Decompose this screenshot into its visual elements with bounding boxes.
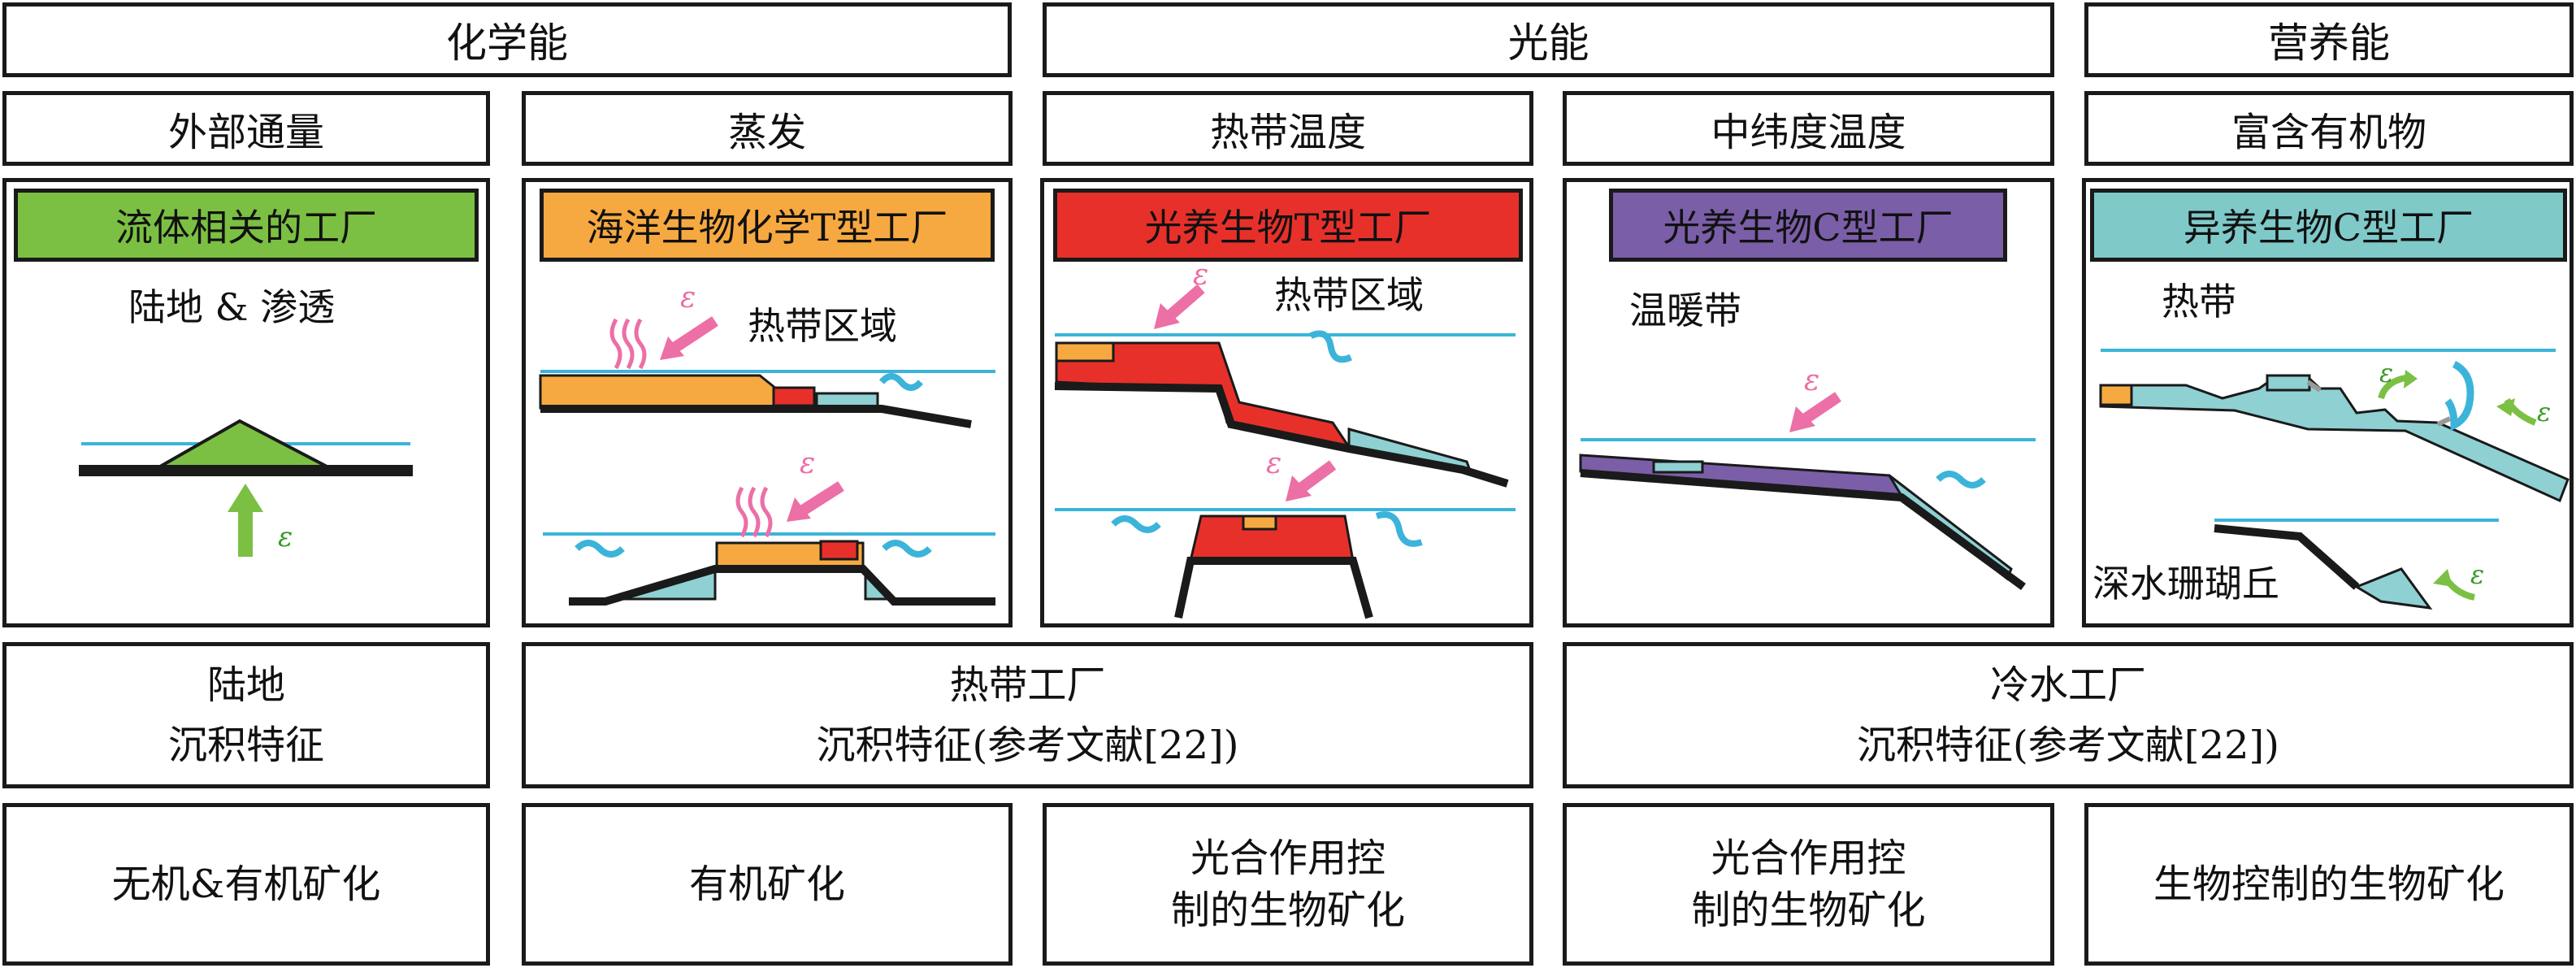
control-tropical-temperature: 热带温度 <box>1043 91 1533 166</box>
sediment-tropical-line1: 热带工厂 <box>949 662 1106 708</box>
mineralization-5-line1: 生物控制的生物矿化 <box>2153 862 2504 907</box>
setting-fluid: 陆地 & 渗透 <box>128 285 336 329</box>
mineralization-5: 生物控制的生物矿化 <box>2084 803 2574 966</box>
energy-header-light: 光能 <box>1043 2 2054 77</box>
epsilon-symbols: ε ε ε ε ε ε ε ε ε <box>278 258 2551 590</box>
energy-header-nutrient: 营养能 <box>2084 2 2574 77</box>
factory-label-photo-t: 光养生物T型工厂 <box>1053 189 1523 262</box>
setting-hetero-c-deep: 深水珊瑚丘 <box>2092 562 2279 606</box>
control-midlatitude-temperature: 中纬度温度 <box>1563 91 2054 166</box>
mineralization-2-line1: 有机矿化 <box>688 862 845 907</box>
setting-photo-t: 热带区域 <box>1274 273 1424 317</box>
mineralization-4-line2: 制的生物矿化 <box>1691 888 1926 933</box>
photo-c-factory-sketch <box>1579 392 2036 591</box>
sediment-cold: 冷水工厂 沉积特征(参考文献[22]) <box>1563 642 2574 788</box>
epsilon-photo-top: ε <box>1193 258 1208 292</box>
sediment-land-line2: 沉积特征 <box>167 723 324 768</box>
photo-t-factory-sketch <box>1054 284 1516 619</box>
epsilon-hetero-2: ε <box>2537 397 2551 428</box>
sediment-cold-line2: 沉积特征(参考文献[22]) <box>1857 723 2279 768</box>
control-evaporation: 蒸发 <box>522 91 1013 166</box>
mineralization-4-line1: 光合作用控 <box>1711 836 1906 881</box>
epsilon-marine-bottom: ε <box>800 447 815 480</box>
epsilon-fluid: ε <box>278 521 293 553</box>
mineralization-3-line1: 光合作用控 <box>1190 836 1386 881</box>
mineralization-4: 光合作用控 制的生物矿化 <box>1563 803 2054 966</box>
control-external-flux: 外部通量 <box>2 91 490 166</box>
factory-label-photo-c: 光养生物C型工厂 <box>1609 189 2007 262</box>
sediment-tropical-line2: 沉积特征(参考文献[22]) <box>816 723 1239 768</box>
setting-photo-c: 温暖带 <box>1629 289 1741 332</box>
setting-marine-t: 热带区域 <box>748 304 897 348</box>
factory-label-fluid: 流体相关的工厂 <box>14 189 479 262</box>
epsilon-photo-c: ε <box>1804 364 1819 397</box>
factory-label-marine-t: 海洋生物化学T型工厂 <box>540 189 995 262</box>
hetero-c-factory-sketch <box>2099 349 2569 610</box>
setting-hetero-c: 热带 <box>2162 280 2236 323</box>
epsilon-photo-bottom: ε <box>1266 447 1281 480</box>
sediment-land-line1: 陆地 <box>206 662 285 708</box>
mineralization-3-line2: 制的生物矿化 <box>1170 888 1405 933</box>
mineralization-2: 有机矿化 <box>522 803 1013 966</box>
mineralization-3: 光合作用控 制的生物矿化 <box>1043 803 1533 966</box>
mineralization-1: 无机&有机矿化 <box>2 803 490 966</box>
energy-header-chemical: 化学能 <box>2 2 1012 77</box>
fluid-factory-sketch <box>79 419 413 557</box>
epsilon-hetero-1: ε <box>2379 358 2393 389</box>
sediment-tropical: 热带工厂 沉积特征(参考文献[22]) <box>522 642 1533 788</box>
sediment-land: 陆地 沉积特征 <box>2 642 490 788</box>
epsilon-marine-top: ε <box>680 281 696 315</box>
marine-t-factory-sketch <box>539 316 995 606</box>
epsilon-hetero-3: ε <box>2470 559 2484 590</box>
control-organic-rich: 富含有机物 <box>2084 91 2574 166</box>
factory-label-hetero-c: 异养生物C型工厂 <box>2090 189 2567 262</box>
mineralization-1-line1: 无机&有机矿化 <box>111 862 381 907</box>
sediment-cold-line1: 冷水工厂 <box>1989 662 2146 708</box>
